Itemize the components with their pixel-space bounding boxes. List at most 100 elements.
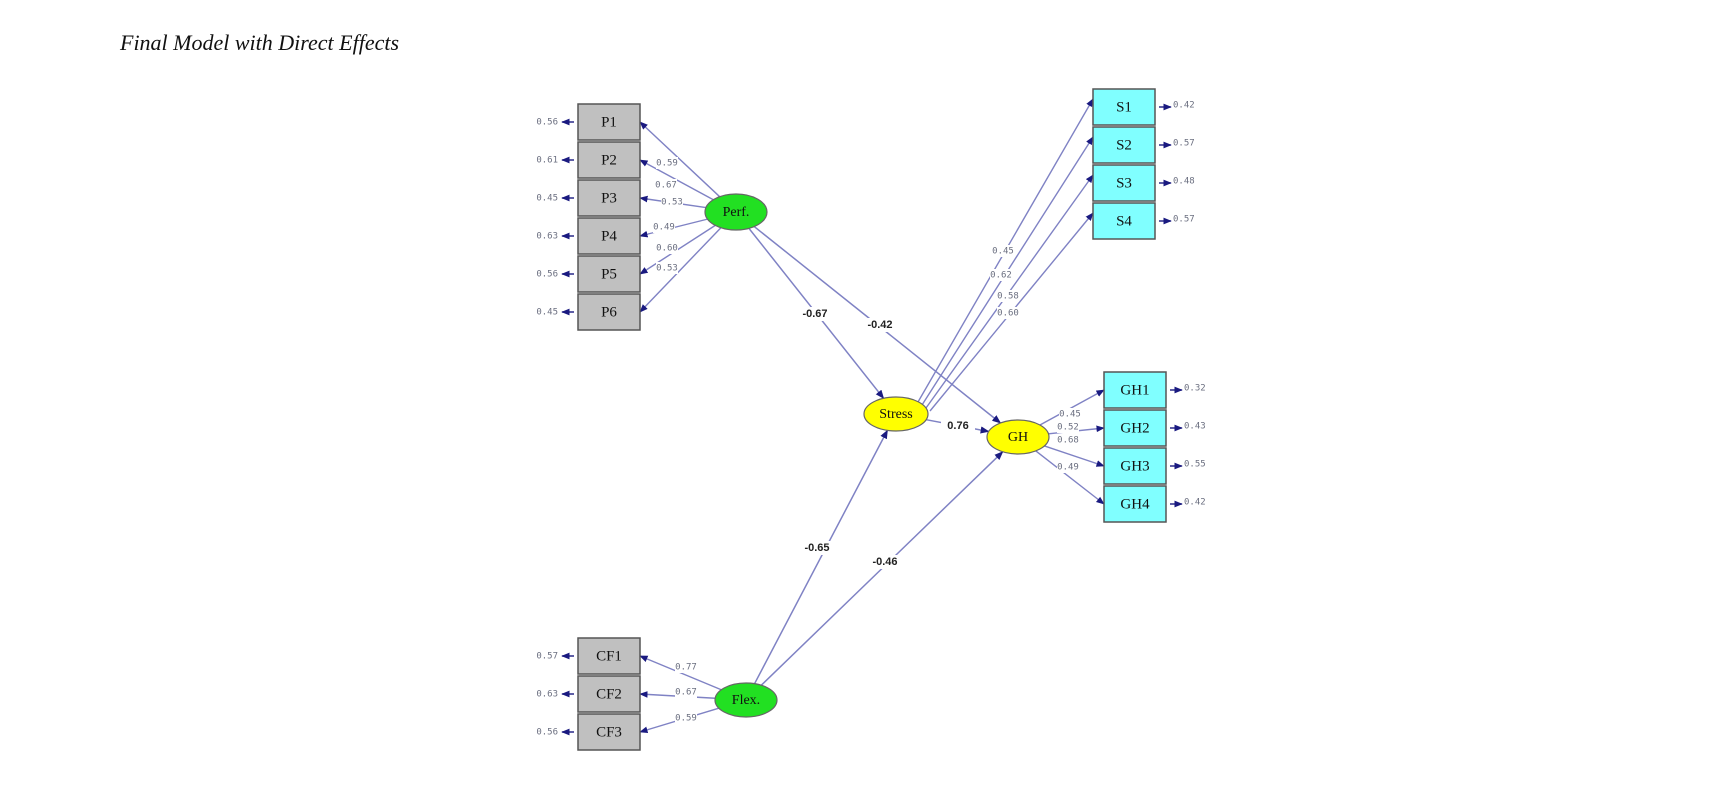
path-label-bg: [941, 419, 975, 433]
loading-path-gh4: [1035, 450, 1105, 505]
loading-value-s4: 0.60: [997, 309, 1019, 319]
loading-value-p4: 0.49: [653, 223, 675, 233]
indicator-box-p2: [577, 141, 641, 179]
error-variance-s2: 0.57: [1173, 139, 1195, 149]
indicator-box-s2: [1092, 126, 1156, 164]
loading-value-p6: 0.53: [656, 264, 678, 274]
loading-value-p1: 0.59: [656, 159, 678, 169]
error-variance-p5: 0.56: [536, 270, 558, 280]
indicator-label-p4: P4: [601, 228, 617, 244]
loading-label-bg: [675, 661, 697, 673]
latent-node-gh: [986, 419, 1050, 455]
loading-value-p5: 0.60: [656, 244, 678, 254]
indicator-label-cf2: CF2: [596, 686, 622, 702]
indicator-label-gh2: GH2: [1120, 420, 1149, 436]
error-variance-p4: 0.63: [536, 232, 558, 242]
indicator-box-gh3: [1103, 447, 1167, 485]
latent-label-stress: Stress: [879, 407, 912, 422]
figure-title: Final Model with Direct Effects: [120, 30, 400, 55]
loading-value-s3: 0.58: [997, 292, 1019, 302]
indicator-box-gh4: [1103, 485, 1167, 523]
path-label-bg: [800, 541, 834, 555]
indicator-label-s4: S4: [1116, 213, 1132, 229]
indicator-box-cf2: [577, 675, 641, 713]
loading-label-bg: [656, 262, 678, 274]
latent-node-flex: [714, 682, 778, 718]
loading-label-bg: [655, 179, 677, 191]
loading-label-bg: [1057, 421, 1079, 433]
latent-node-stress: [863, 396, 929, 432]
indicator-label-cf3: CF3: [596, 724, 622, 740]
indicator-box-p6: [577, 293, 641, 331]
path-coefficient-perf-stress: -0.67: [802, 308, 827, 320]
indicator-label-s1: S1: [1116, 99, 1132, 115]
indicator-box-cf1: [577, 637, 641, 675]
loading-value-gh1: 0.45: [1059, 410, 1081, 420]
error-variance-gh1: 0.32: [1184, 384, 1206, 394]
loading-label-bg: [997, 307, 1019, 319]
latent-label-gh: GH: [1008, 430, 1028, 445]
latent-node-perf: [704, 193, 768, 231]
loading-path-p6: [639, 227, 722, 313]
error-variance-p2: 0.61: [536, 156, 558, 166]
path-coefficient-flex-gh: -0.46: [872, 556, 897, 568]
indicator-label-s2: S2: [1116, 137, 1132, 153]
indicator-label-gh4: GH4: [1120, 496, 1150, 512]
indicator-box-s3: [1092, 164, 1156, 202]
loading-value-gh2: 0.52: [1057, 423, 1079, 433]
error-variance-cf1: 0.57: [536, 652, 558, 662]
path-label-bg: [868, 555, 902, 569]
loading-label-bg: [675, 686, 697, 698]
loading-value-s1: 0.45: [992, 247, 1014, 257]
loading-value-cf1: 0.77: [675, 663, 697, 673]
loading-label-bg: [656, 157, 678, 169]
error-variance-cf3: 0.56: [536, 728, 558, 738]
loading-label-bg: [1057, 434, 1079, 446]
indicator-label-p3: P3: [601, 190, 617, 206]
error-variance-s3: 0.48: [1173, 177, 1195, 187]
indicator-box-p5: [577, 255, 641, 293]
loading-path-p1: [639, 121, 721, 198]
indicator-label-gh3: GH3: [1120, 458, 1149, 474]
indicator-label-p2: P2: [601, 152, 617, 168]
indicator-box-p4: [577, 217, 641, 255]
structural-path-flex-stress: [753, 429, 889, 685]
loading-label-bg: [1057, 461, 1079, 473]
latent-label-perf: Perf.: [723, 205, 750, 220]
path-coefficient-flex-stress: -0.65: [804, 542, 829, 554]
path-label-bg: [863, 318, 897, 332]
error-variance-gh2: 0.43: [1184, 422, 1206, 432]
latent-label-flex: Flex.: [732, 693, 760, 708]
indicator-label-s3: S3: [1116, 175, 1132, 191]
loading-label-bg: [656, 242, 678, 254]
indicator-label-p5: P5: [601, 266, 617, 282]
error-variance-gh4: 0.42: [1184, 498, 1206, 508]
error-variance-p1: 0.56: [536, 118, 558, 128]
loading-label-bg: [997, 290, 1019, 302]
indicator-box-p3: [577, 179, 641, 217]
loading-label-bg: [990, 269, 1012, 281]
error-variance-s1: 0.42: [1173, 101, 1195, 111]
loading-label-bg: [992, 245, 1014, 257]
indicator-label-cf1: CF1: [596, 648, 622, 664]
loading-label-bg: [675, 712, 697, 724]
indicator-box-gh2: [1103, 409, 1167, 447]
error-variance-s4: 0.57: [1173, 215, 1195, 225]
loading-label-bg: [661, 196, 683, 208]
indicator-label-gh1: GH1: [1120, 382, 1149, 398]
indicator-box-gh1: [1103, 371, 1167, 409]
error-variance-gh3: 0.55: [1184, 460, 1206, 470]
indicator-box-s4: [1092, 202, 1156, 240]
error-variance-p3: 0.45: [536, 194, 558, 204]
error-variance-p6: 0.45: [536, 308, 558, 318]
loading-path-gh1: [1039, 389, 1105, 426]
loading-value-gh4: 0.49: [1057, 463, 1079, 473]
indicator-box-p1: [577, 103, 641, 141]
loading-value-cf2: 0.67: [675, 688, 697, 698]
indicator-box-cf3: [577, 713, 641, 751]
error-variance-cf2: 0.63: [536, 690, 558, 700]
loading-value-gh3: 0.68: [1057, 436, 1079, 446]
indicator-label-p6: P6: [601, 304, 617, 320]
path-label-bg: [798, 307, 832, 321]
